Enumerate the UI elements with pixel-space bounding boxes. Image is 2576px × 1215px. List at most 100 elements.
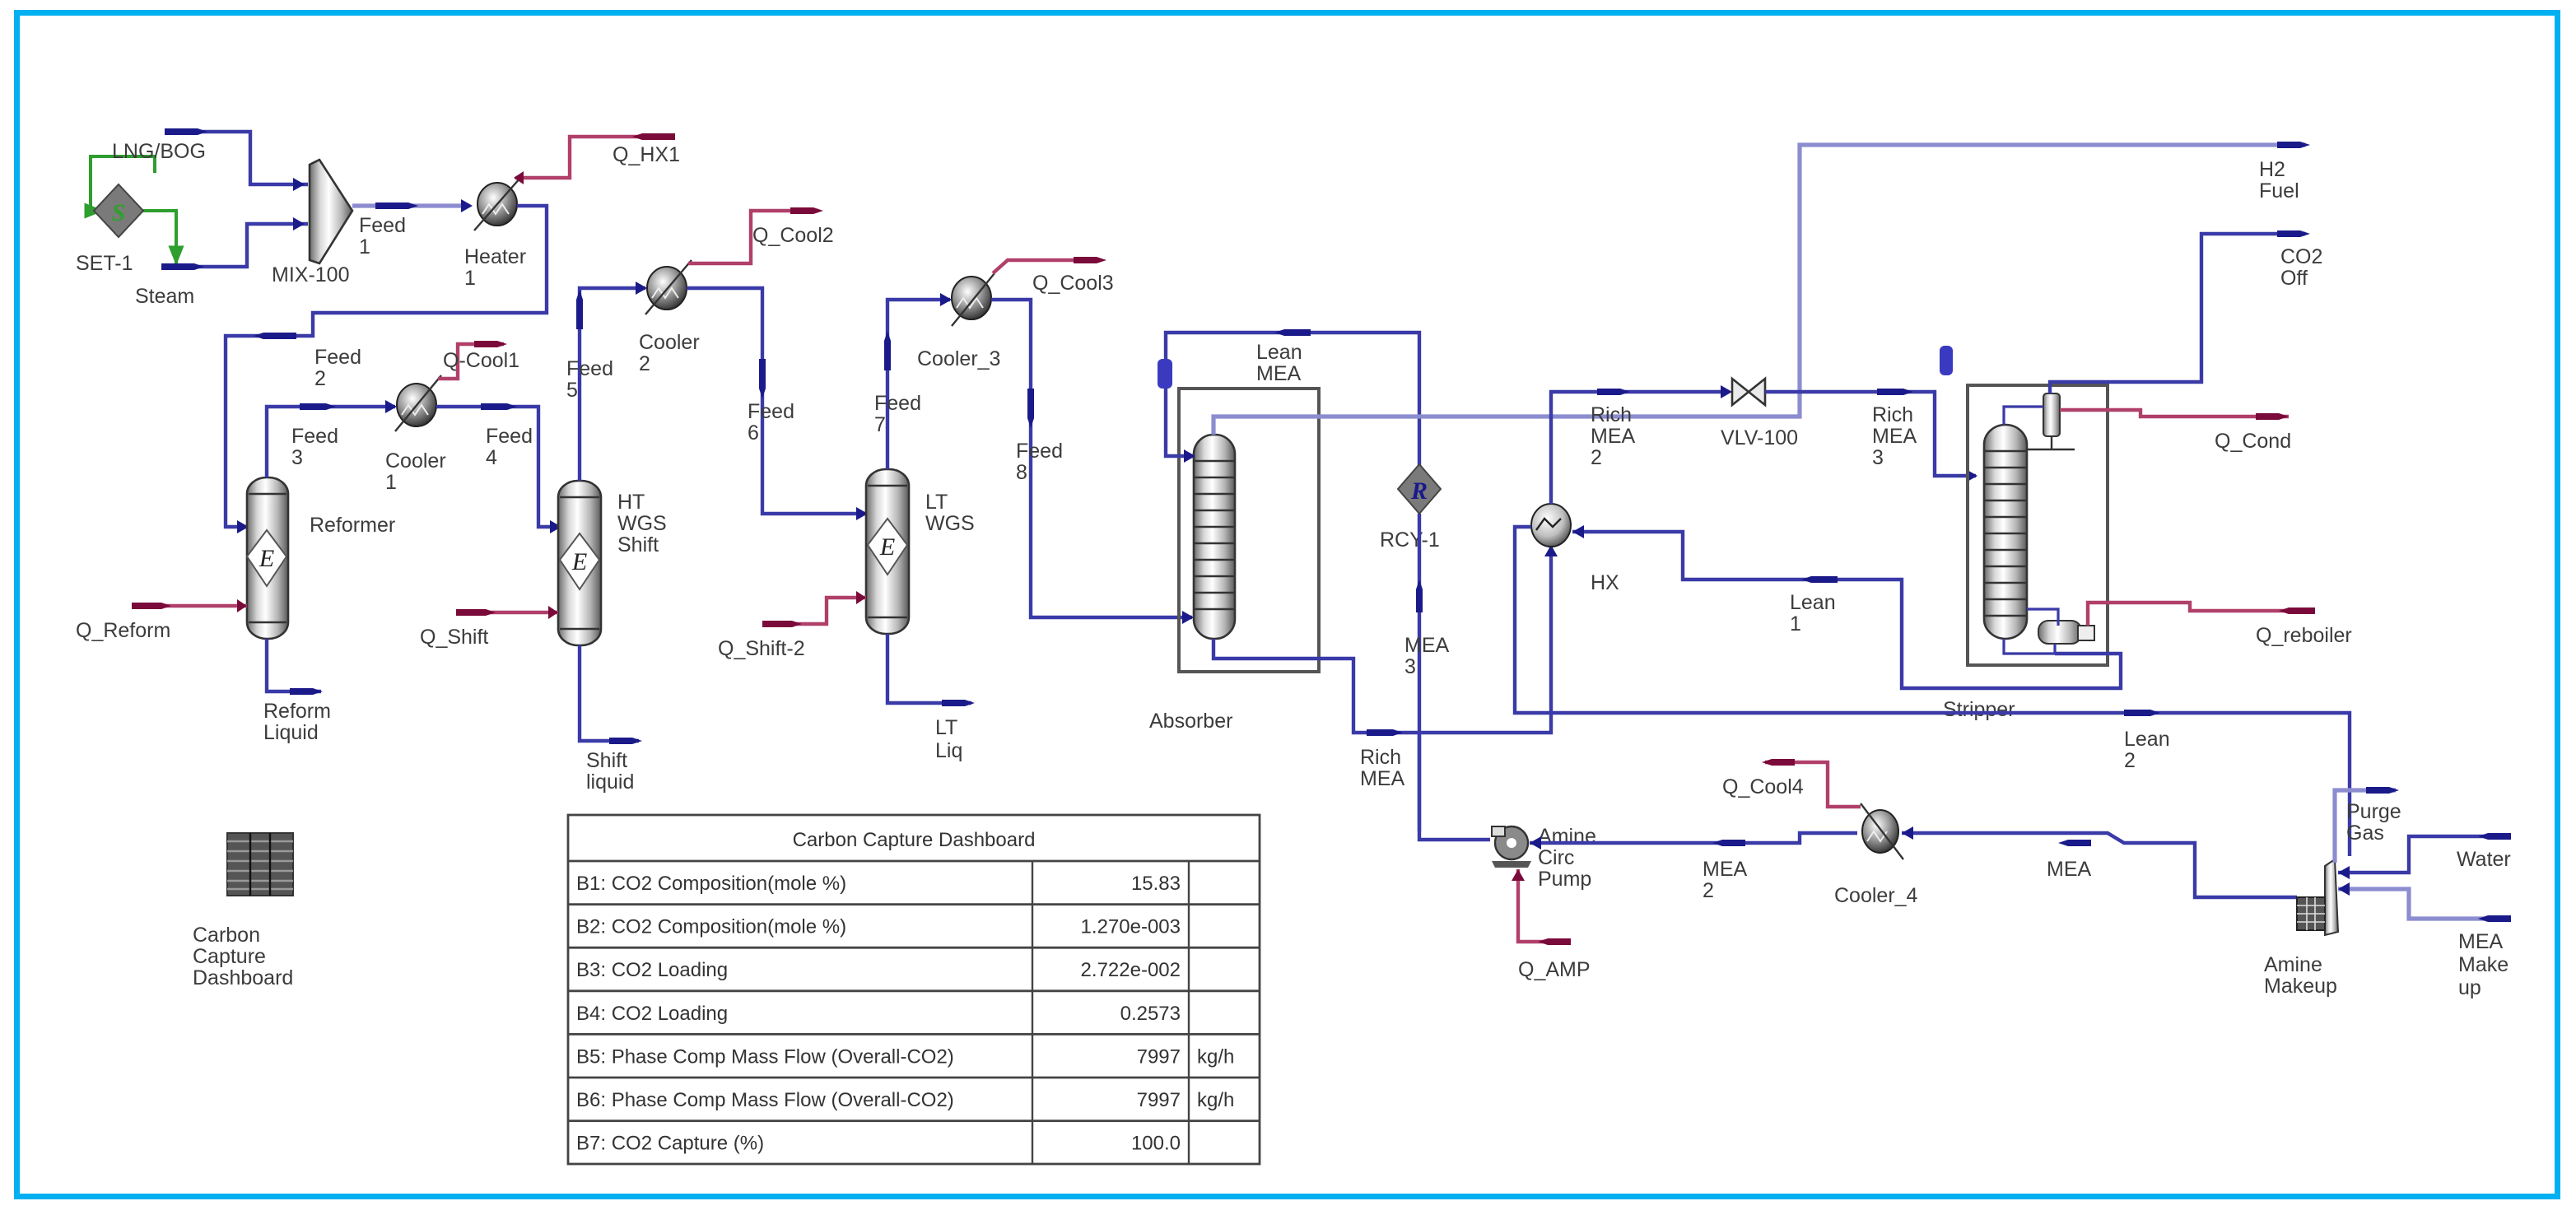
dashboard-row-value: 1.270e-003: [1081, 916, 1181, 938]
reactor-icon: E: [571, 548, 587, 575]
stream-shift-liquid[interactable]: [577, 645, 642, 744]
stream-label-q-cool4: Q_Cool4: [1722, 775, 1804, 798]
stream-absorber-overhead[interactable]: [1211, 142, 2310, 435]
unit-lt-wgs[interactable]: E: [864, 468, 911, 635]
unit-cooler4[interactable]: [1860, 803, 1904, 860]
stream-label-q-reform: Q_Reform: [76, 619, 170, 642]
dashboard-row-label: B3: CO2 Loading: [576, 959, 728, 981]
stream-co2-off[interactable]: [2047, 230, 2310, 393]
stream-feed1[interactable]: [352, 199, 473, 212]
dashboard-row[interactable]: B5: Phase Comp Mass Flow (Overall-CO2)79…: [568, 1033, 1260, 1068]
stream-lng-bog[interactable]: [165, 128, 308, 191]
dashboard-title: Carbon Capture Dashboard: [793, 829, 1036, 851]
unit-rcy1[interactable]: R: [1396, 463, 1442, 515]
stream-lean1[interactable]: [1572, 525, 2123, 691]
stream-mea-makeup[interactable]: [2338, 882, 2511, 922]
dashboard-row-unit: kg/h: [1197, 1089, 1234, 1111]
unit-hx[interactable]: [1530, 503, 1572, 547]
dashboard-row[interactable]: B7: CO2 Capture (%)100.0: [568, 1120, 1260, 1155]
stream-label-q-cool2: Q_Cool2: [752, 224, 834, 247]
stream-feed8[interactable]: [991, 297, 1194, 624]
flowsheet-frame: [14, 10, 2560, 1199]
unit-label-reformer: Reformer: [310, 514, 395, 537]
stream-feed6[interactable]: [687, 286, 868, 520]
stream-water[interactable]: [2338, 833, 2511, 879]
energy-stream-q-cool4[interactable]: [1762, 759, 1861, 809]
dashboard-row-label: B1: CO2 Composition(mole %): [576, 873, 846, 895]
stream-feed5[interactable]: [576, 282, 647, 481]
energy-stream-q-hx1[interactable]: [514, 133, 675, 184]
unit-ht-wgs-shift[interactable]: E: [557, 479, 603, 647]
dashboard-row-label: B5: Phase Comp Mass Flow (Overall-CO2): [576, 1045, 954, 1068]
stream-rich-mea2[interactable]: [1549, 385, 1732, 504]
unit-label-absorber: Absorber: [1149, 710, 1232, 733]
stream-feed4[interactable]: [436, 403, 561, 533]
stream-rich-mea3[interactable]: [1765, 346, 1977, 482]
energy-stream-q-cool1[interactable]: [438, 341, 507, 381]
stream-lean-mea[interactable]: [1158, 329, 1422, 494]
unit-cooler1[interactable]: [394, 375, 442, 432]
stream-label-water: Water: [2457, 848, 2511, 871]
stream-feed7[interactable]: [884, 293, 952, 469]
stream-mea2[interactable]: [1530, 831, 1857, 850]
energy-stream-q-cool2[interactable]: [688, 207, 823, 266]
stream-feed3[interactable]: [264, 400, 397, 477]
unit-mix100[interactable]: [308, 158, 354, 265]
unit-cooler2[interactable]: [645, 259, 692, 315]
unit-vlv100[interactable]: [1731, 376, 1767, 407]
stream-lt-liq[interactable]: [885, 634, 975, 706]
stream-rich-mea[interactable]: [1211, 543, 1558, 736]
energy-stream-q-cond[interactable]: [2060, 407, 2289, 420]
stream-mea-to-pump[interactable]: [1417, 733, 1490, 842]
unit-heater1[interactable]: [473, 177, 521, 231]
energy-stream-q-shift[interactable]: [456, 606, 558, 619]
unit-label-cooler4: Cooler_4: [1834, 884, 1918, 907]
stream-label-q-cond: Q_Cond: [2215, 430, 2291, 453]
unit-label-set1: SET-1: [76, 252, 133, 275]
unit-absorber[interactable]: [1177, 387, 1321, 673]
energy-stream-q-reboiler[interactable]: [2085, 600, 2315, 626]
unit-label-mix100: MIX-100: [272, 263, 349, 286]
stream-mea[interactable]: [1902, 826, 2297, 900]
unit-reformer[interactable]: E: [245, 476, 290, 640]
unit-amine-circ-pump[interactable]: [1491, 825, 1531, 868]
stream-purge-gas[interactable]: [2332, 787, 2399, 863]
energy-stream-q-amp[interactable]: [1512, 869, 1571, 945]
unit-label-cooler3: Cooler_3: [917, 347, 1000, 370]
stream-label-q-cool3: Q_Cool3: [1032, 272, 1114, 295]
stream-feed2[interactable]: [223, 203, 549, 533]
unit-set1[interactable]: S: [92, 183, 145, 239]
unit-amine-makeup[interactable]: [2296, 858, 2340, 937]
unit-cooler3[interactable]: [951, 272, 995, 327]
energy-stream-q-shift2[interactable]: [762, 591, 866, 627]
dashboard-row-unit: kg/h: [1197, 1045, 1234, 1068]
dashboard-spreadsheet-icon[interactable]: [226, 832, 294, 896]
dashboard-row[interactable]: B6: Phase Comp Mass Flow (Overall-CO2)79…: [568, 1076, 1260, 1111]
dashboard-row-label: B2: CO2 Composition(mole %): [576, 916, 846, 938]
energy-stream-q-reform[interactable]: [132, 599, 247, 612]
stream-steam[interactable]: [161, 217, 308, 270]
dashboard-row-label: B6: Phase Comp Mass Flow (Overall-CO2): [576, 1089, 954, 1111]
dashboard-row[interactable]: B2: CO2 Composition(mole %) 1.270e-003: [568, 903, 1260, 938]
dashboard-row-label: B7: CO2 Capture (%): [576, 1133, 764, 1155]
stream-lean2[interactable]: [1512, 524, 2352, 856]
energy-stream-q-cool3[interactable]: [991, 257, 1106, 275]
stream-reform-liquid[interactable]: [264, 639, 323, 695]
dashboard-row[interactable]: B1: CO2 Composition(mole %)15.83: [576, 873, 1181, 895]
stream-label-q-reboiler: Q_reboiler: [2256, 624, 2352, 647]
stream-label-q-hx1: Q_HX1: [613, 143, 680, 166]
unit-stripper[interactable]: [1966, 384, 2109, 667]
